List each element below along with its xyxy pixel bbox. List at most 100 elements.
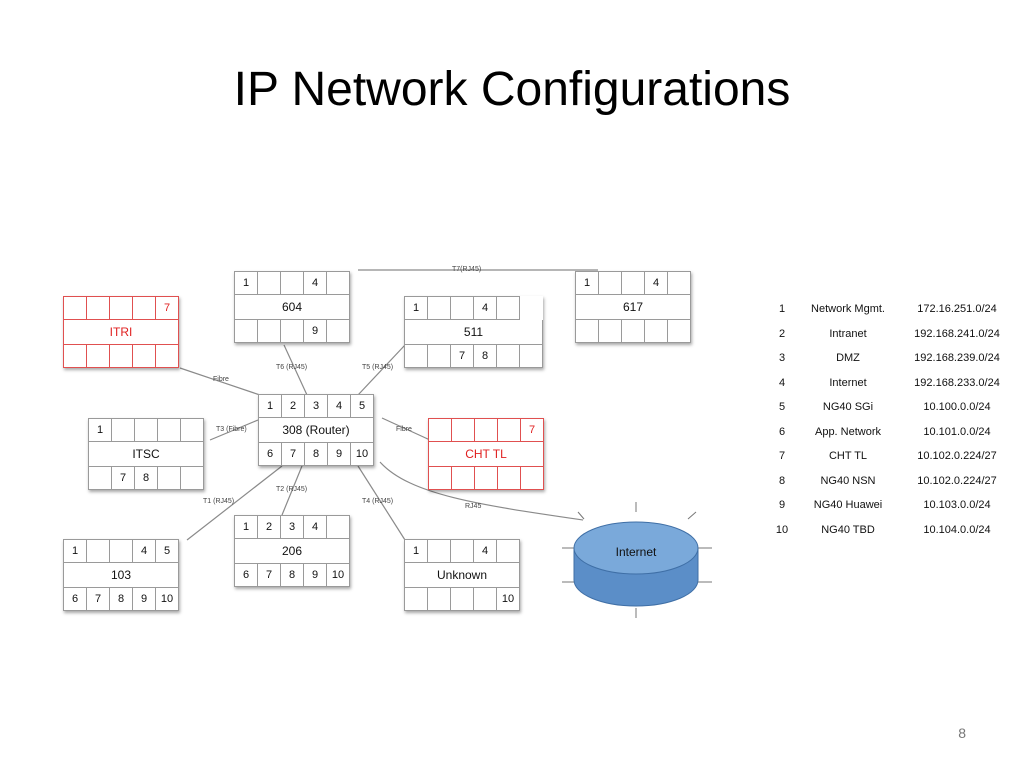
legend-network-name: Internet [829, 376, 867, 389]
port-cell [428, 466, 452, 490]
port-cell: 3 [304, 394, 328, 418]
port-cell [86, 344, 110, 368]
internet-label: Internet [615, 545, 657, 559]
link-t3 [209, 419, 259, 441]
legend-number: 8 [778, 474, 786, 487]
port-cell [427, 296, 451, 320]
link-t1 [186, 465, 283, 541]
port-cell [450, 587, 474, 611]
port-cell: 1 [258, 394, 282, 418]
port-cell [496, 539, 520, 563]
port-cell: 4 [473, 296, 497, 320]
port-cell [519, 344, 543, 368]
legend-network-name: NG40 SGi [822, 401, 874, 414]
port-cell: 5 [155, 539, 179, 563]
link-label-fibre-cht: Fibre [396, 426, 412, 433]
node-name: 308 (Router) [258, 418, 374, 442]
node-name: 604 [234, 295, 350, 319]
node-name: ITRI [63, 320, 179, 344]
port-cell [326, 515, 350, 539]
port-cell: 9 [303, 563, 327, 587]
port-cell [428, 418, 452, 442]
port-cell: 4 [303, 515, 327, 539]
link-label-t7: T7(RJ45) [452, 266, 482, 273]
port-cell [280, 271, 304, 295]
port-cell [86, 539, 110, 563]
port-cell [520, 466, 544, 490]
port-cell [109, 539, 133, 563]
port-cell [157, 418, 181, 442]
port-row-bottom [428, 466, 544, 490]
port-cell: 7 [155, 296, 179, 320]
port-cell [155, 344, 179, 368]
port-cell [234, 319, 258, 343]
port-cell: 9 [132, 587, 156, 611]
legend-subnet: 10.101.0.0/24 [923, 425, 991, 438]
port-cell: 6 [63, 587, 87, 611]
port-cell [109, 296, 133, 320]
legend-number: 4 [778, 376, 786, 389]
port-cell: 10 [155, 587, 179, 611]
port-cell: 10 [350, 442, 374, 466]
port-cell [111, 418, 135, 442]
port-cell: 4 [473, 539, 497, 563]
port-cell: 1 [575, 271, 599, 295]
port-row-bottom [63, 344, 179, 368]
port-cell [88, 466, 112, 490]
legend-number: 1 [778, 303, 786, 316]
link-t2 [281, 465, 303, 516]
port-cell [427, 539, 451, 563]
port-cell [257, 319, 281, 343]
port-cell: 9 [327, 442, 351, 466]
legend-number: 6 [778, 425, 786, 438]
port-cell [157, 466, 181, 490]
port-cell: 5 [350, 394, 374, 418]
port-cell [450, 539, 474, 563]
legend-number: 7 [778, 450, 786, 463]
slide-title: IP Network Configurations [233, 63, 791, 116]
page-number: 8 [958, 725, 966, 741]
link-rj45 [379, 461, 584, 521]
port-cell: 9 [303, 319, 327, 343]
legend-subnet: 192.168.239.0/24 [914, 352, 1000, 365]
port-cell [63, 296, 87, 320]
port-cell [132, 344, 156, 368]
port-cell [450, 296, 474, 320]
port-cell [326, 319, 350, 343]
port-cell: 7 [520, 418, 544, 442]
port-cell: 7 [86, 587, 110, 611]
port-cell: 8 [134, 466, 158, 490]
port-cell: 6 [258, 442, 282, 466]
port-cell [598, 319, 622, 343]
port-cell [496, 296, 520, 320]
port-row-top: 7 [428, 418, 544, 442]
link-fibre-cht [381, 417, 431, 441]
port-row-bottom [575, 319, 691, 343]
legend-number: 5 [778, 401, 786, 414]
legend-subnet: 192.168.233.0/24 [914, 376, 1000, 389]
port-cell [474, 418, 498, 442]
legend-network-name: Network Mgmt. [811, 303, 885, 316]
legend-subnet: 10.102.0.224/27 [917, 450, 997, 463]
port-cell: 1 [404, 539, 428, 563]
port-cell [257, 271, 281, 295]
port-cell [667, 319, 691, 343]
port-cell [180, 418, 204, 442]
